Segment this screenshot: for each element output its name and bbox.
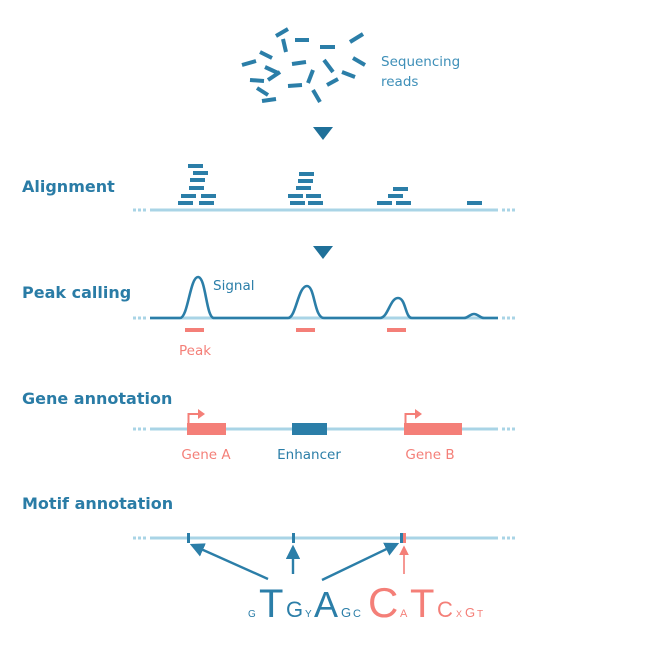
gene-a: [187, 409, 226, 435]
read: [326, 77, 339, 87]
tss-arrow-icon: [187, 413, 199, 424]
peak-bar: [296, 328, 315, 332]
motif-letter: T: [477, 609, 483, 620]
aligned-read: [181, 194, 196, 198]
section-title-alignment: Alignment: [22, 177, 115, 196]
motif-site: [292, 533, 295, 543]
aligned-read: [190, 178, 205, 182]
aligned-read: [296, 186, 311, 190]
aligned-read: [306, 194, 321, 198]
motif-letter: A: [314, 584, 338, 625]
aligned-read: [377, 201, 392, 205]
aligned-read: [201, 194, 216, 198]
read: [341, 70, 356, 79]
motif-letter: T: [259, 582, 283, 626]
sequencing-reads-label-1: Sequencing: [381, 54, 460, 70]
motif-letter: G: [286, 597, 303, 622]
read: [261, 97, 277, 103]
read: [241, 59, 257, 67]
gene-b-label: Gene B: [405, 447, 454, 463]
motif-letter: T: [410, 582, 434, 626]
aligned-read: [298, 179, 313, 183]
motif-letter: Y: [305, 609, 312, 620]
motif-letter: A: [400, 608, 408, 620]
aligned-read: [188, 164, 203, 168]
enhancer-block: [292, 423, 327, 435]
aligned-read: [393, 187, 408, 191]
peak-bar: [185, 328, 204, 332]
motif-letter: G: [465, 605, 475, 620]
down-arrow-icon: [313, 127, 333, 140]
motif-site: [400, 533, 403, 543]
aligned-read: [299, 172, 314, 176]
motif-logo-1: G T G Y A G C: [248, 582, 361, 626]
aligned-read: [467, 201, 482, 205]
read: [287, 83, 303, 88]
motif-letter: C: [437, 597, 453, 622]
motif-letter: C: [368, 579, 398, 626]
read: [264, 65, 279, 75]
aligned-read: [308, 201, 323, 205]
aligned-read: [199, 201, 214, 205]
motif-letter: X: [456, 609, 462, 619]
read: [266, 70, 282, 82]
motif-letter: C: [353, 608, 361, 620]
motif-site: [403, 533, 406, 543]
aligned-read: [288, 194, 303, 198]
tss-arrow-icon: [404, 413, 416, 424]
enhancer-label: Enhancer: [277, 447, 341, 463]
aligned-read: [178, 201, 193, 205]
peak-bar: [387, 328, 406, 332]
motif-letter: G: [341, 605, 351, 620]
aligned-read: [396, 201, 411, 205]
gene-a-label: Gene A: [181, 447, 231, 463]
section-title-peak-calling: Peak calling: [22, 283, 131, 302]
read: [274, 27, 290, 38]
section-title-motif-annotation: Motif annotation: [22, 494, 173, 513]
read: [249, 78, 265, 83]
read: [259, 50, 273, 60]
aligned-read: [388, 194, 403, 198]
read: [351, 56, 367, 67]
aligned-read: [290, 201, 305, 205]
peak-label: Peak: [179, 343, 211, 359]
signal-label: Signal: [213, 278, 254, 294]
motif-arrows: [189, 542, 409, 582]
read: [322, 58, 335, 74]
section-title-gene-annotation: Gene annotation: [22, 389, 172, 408]
read: [281, 38, 288, 53]
down-arrow-icon: [313, 246, 333, 259]
gene-b: [404, 409, 462, 435]
sequencing-reads: [241, 27, 367, 104]
read: [311, 88, 322, 104]
aligned-reads: [178, 164, 482, 205]
signal-track: [150, 275, 498, 320]
motif-site: [187, 533, 190, 543]
read: [291, 60, 307, 66]
read: [348, 32, 365, 44]
read: [306, 69, 315, 84]
motif-letter: G: [248, 609, 256, 620]
motif-logo-2: C A T C X G T: [368, 579, 483, 626]
sequencing-reads-label-2: reads: [381, 74, 418, 90]
aligned-read: [189, 186, 204, 190]
aligned-read: [193, 171, 208, 175]
read: [255, 86, 270, 97]
